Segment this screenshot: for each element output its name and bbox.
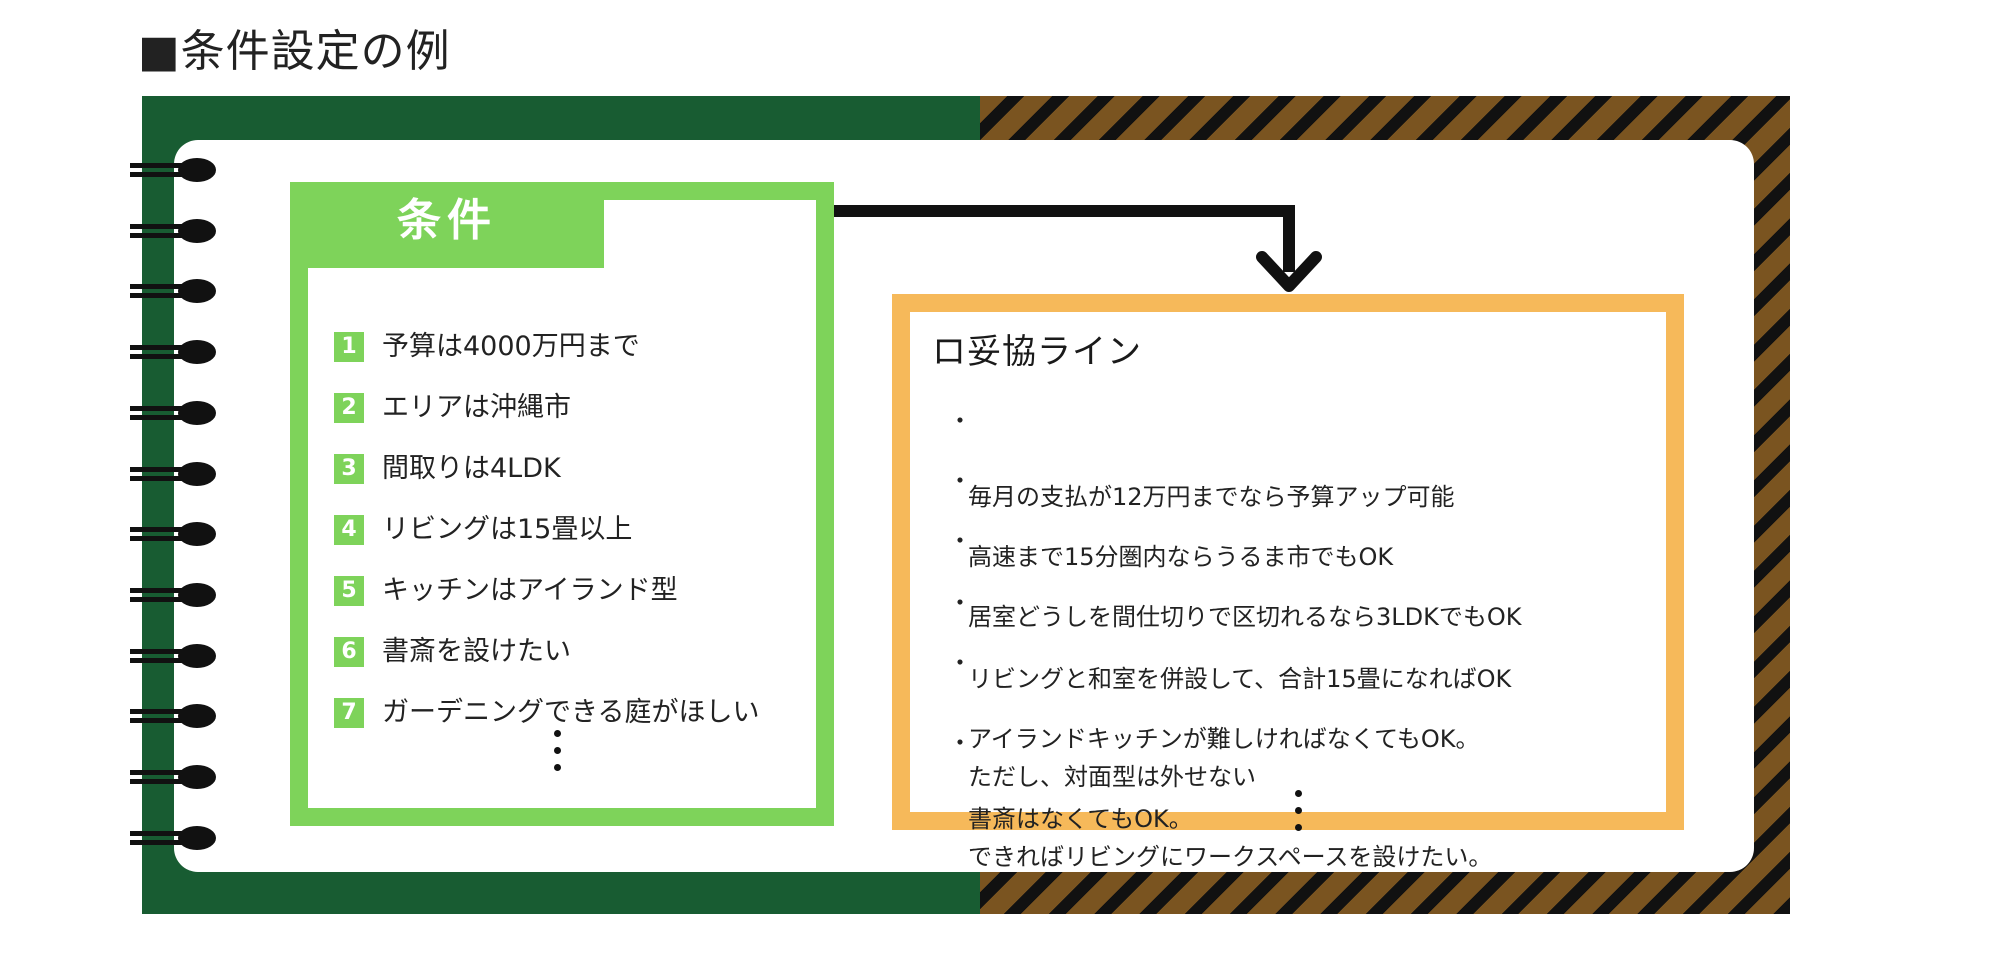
spiral-ring xyxy=(130,700,230,732)
compromise-title: ロ妥協ライン xyxy=(932,332,1142,372)
spiral-ring xyxy=(130,154,230,186)
bullet: ・ xyxy=(948,407,972,435)
item-text: リビングと和室を併設して、合計15畳になればOK xyxy=(968,665,1512,693)
bullet: ・ xyxy=(948,649,972,677)
spiral-ring xyxy=(130,822,230,854)
spiral-ring xyxy=(130,640,230,672)
item-number: 5 xyxy=(334,576,364,606)
spiral-ring xyxy=(130,761,230,793)
arrow-line xyxy=(834,205,1295,272)
list-item: 7 ガーデニングできる庭がほしい xyxy=(334,694,814,734)
item-number: 2 xyxy=(334,393,364,423)
item-text: キッチンはアイランド型 xyxy=(382,575,678,606)
list-item: 4 リビングは15畳以上 xyxy=(334,511,814,551)
bullet: ・ xyxy=(948,467,972,495)
spiral-ring xyxy=(130,215,230,247)
conditions-panel: 条件 1 予算は4000万円まで 2 エリアは沖縄市 3 間取りは4LDK 4 … xyxy=(290,182,834,826)
list-item: ・ 毎月の支払が12万円までなら予算アップ可能 xyxy=(948,402,1648,554)
item-text: 高速まで15分圏内ならうるま市でもOK xyxy=(968,543,1394,571)
item-text: エリアは沖縄市 xyxy=(382,392,571,423)
more-items-ellipsis xyxy=(1295,790,1303,841)
arrow-head-icon xyxy=(1256,251,1322,292)
more-items-ellipsis xyxy=(554,730,562,781)
compromise-panel: ロ妥協ライン ・ 毎月の支払が12万円までなら予算アップ可能 ・ 高速まで15分… xyxy=(892,294,1684,871)
bullet: ・ xyxy=(948,589,972,617)
spiral-ring xyxy=(130,579,230,611)
item-number: 4 xyxy=(334,515,364,545)
list-item: 2 エリアは沖縄市 xyxy=(334,389,814,429)
item-text: リビングは15畳以上 xyxy=(382,514,633,545)
list-item: ・ 高速まで15分圏内ならうるま市でもOK xyxy=(948,462,1648,614)
spiral-binding xyxy=(130,154,230,914)
item-text: 居室どうしを間仕切りで区切れるなら3LDKでもOK xyxy=(968,603,1522,631)
item-number: 6 xyxy=(334,637,364,667)
list-item: 3 間取りは4LDK xyxy=(334,450,814,490)
item-text: アイランドキッチンが難しければなくてもOK。 ただし、対面型は外せない xyxy=(968,725,1480,791)
item-text: 書斎を設けたい xyxy=(382,636,571,667)
item-text: ガーデニングできる庭がほしい xyxy=(382,697,760,728)
list-item: 5 キッチンはアイランド型 xyxy=(334,572,814,612)
spiral-ring xyxy=(130,275,230,307)
bullet: ・ xyxy=(948,729,972,757)
list-item: 1 予算は4000万円まで xyxy=(334,328,814,368)
list-item: ・ アイランドキッチンが難しければなくてもOK。 ただし、対面型は外せない xyxy=(948,644,1648,834)
list-item: ・ 居室どうしを間仕切りで区切れるなら3LDKでもOK xyxy=(948,522,1648,674)
bullet: ・ xyxy=(948,527,972,555)
item-number: 1 xyxy=(334,332,364,362)
spiral-ring xyxy=(130,336,230,368)
item-number: 7 xyxy=(334,698,364,728)
conditions-title: 条件 xyxy=(397,195,497,246)
list-item: 6 書斎を設けたい xyxy=(334,633,814,673)
list-item: ・ 書斎はなくてもOK。 できればリビングにワークスペースを設けたい。 xyxy=(948,724,1648,914)
spiral-ring xyxy=(130,397,230,429)
list-item: ・ リビングと和室を併設して、合計15畳になればOK xyxy=(948,584,1648,736)
conditions-tab: 条件 xyxy=(290,182,604,268)
spiral-ring xyxy=(130,518,230,550)
item-text: 間取りは4LDK xyxy=(382,453,561,484)
page-title: ■条件設定の例 xyxy=(138,26,451,77)
spiral-ring xyxy=(130,458,230,490)
item-number: 3 xyxy=(334,454,364,484)
item-text: 書斎はなくてもOK。 できればリビングにワークスペースを設けたい。 xyxy=(968,805,1493,871)
item-text: 毎月の支払が12万円までなら予算アップ可能 xyxy=(968,483,1455,511)
item-text: 予算は4000万円まで xyxy=(382,331,640,362)
